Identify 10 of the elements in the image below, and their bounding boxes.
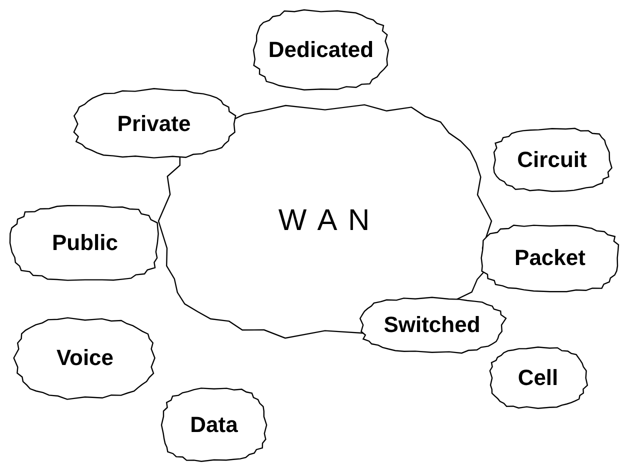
node-label: Circuit bbox=[517, 147, 587, 173]
node-label: Switched bbox=[384, 312, 480, 338]
node-label: Packet bbox=[514, 245, 586, 271]
node-label: Private bbox=[117, 111, 191, 137]
node-label: Dedicated bbox=[268, 37, 374, 63]
node-label: Voice bbox=[56, 345, 114, 371]
node-label: Public bbox=[52, 230, 118, 256]
node-label: W A N bbox=[278, 204, 372, 238]
node-label: Data bbox=[190, 412, 238, 438]
node-label: Cell bbox=[518, 365, 558, 391]
